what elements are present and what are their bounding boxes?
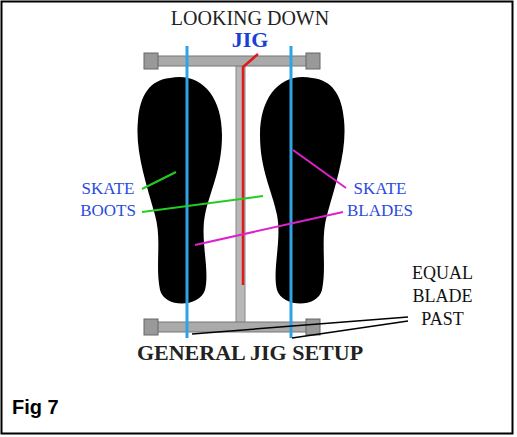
bar-end — [306, 319, 320, 335]
note-label: EQUAL BLADE PAST — [400, 262, 485, 331]
leader-line — [293, 150, 346, 188]
skate-blade — [290, 46, 293, 338]
leader-line — [195, 212, 343, 245]
leader-line — [292, 321, 408, 338]
part-label: JIG — [200, 28, 300, 52]
setup-label: GENERAL JIG SETUP — [60, 340, 440, 366]
skate-boot — [137, 77, 222, 303]
bar-end — [144, 53, 158, 69]
figure-caption: Fig 7 — [12, 396, 59, 419]
view-label: LOOKING DOWN — [100, 6, 400, 30]
part-label: SKATE BLADES — [335, 178, 425, 222]
frame — [2, 2, 513, 434]
bar-end — [306, 53, 320, 69]
bar-end — [144, 319, 158, 335]
leader-line — [142, 196, 263, 212]
jig-leader — [243, 54, 258, 285]
part-label: SKATE BOOTS — [68, 178, 148, 222]
skate-blade — [186, 46, 189, 338]
leader-line — [142, 172, 176, 189]
skate-boot — [260, 77, 345, 303]
